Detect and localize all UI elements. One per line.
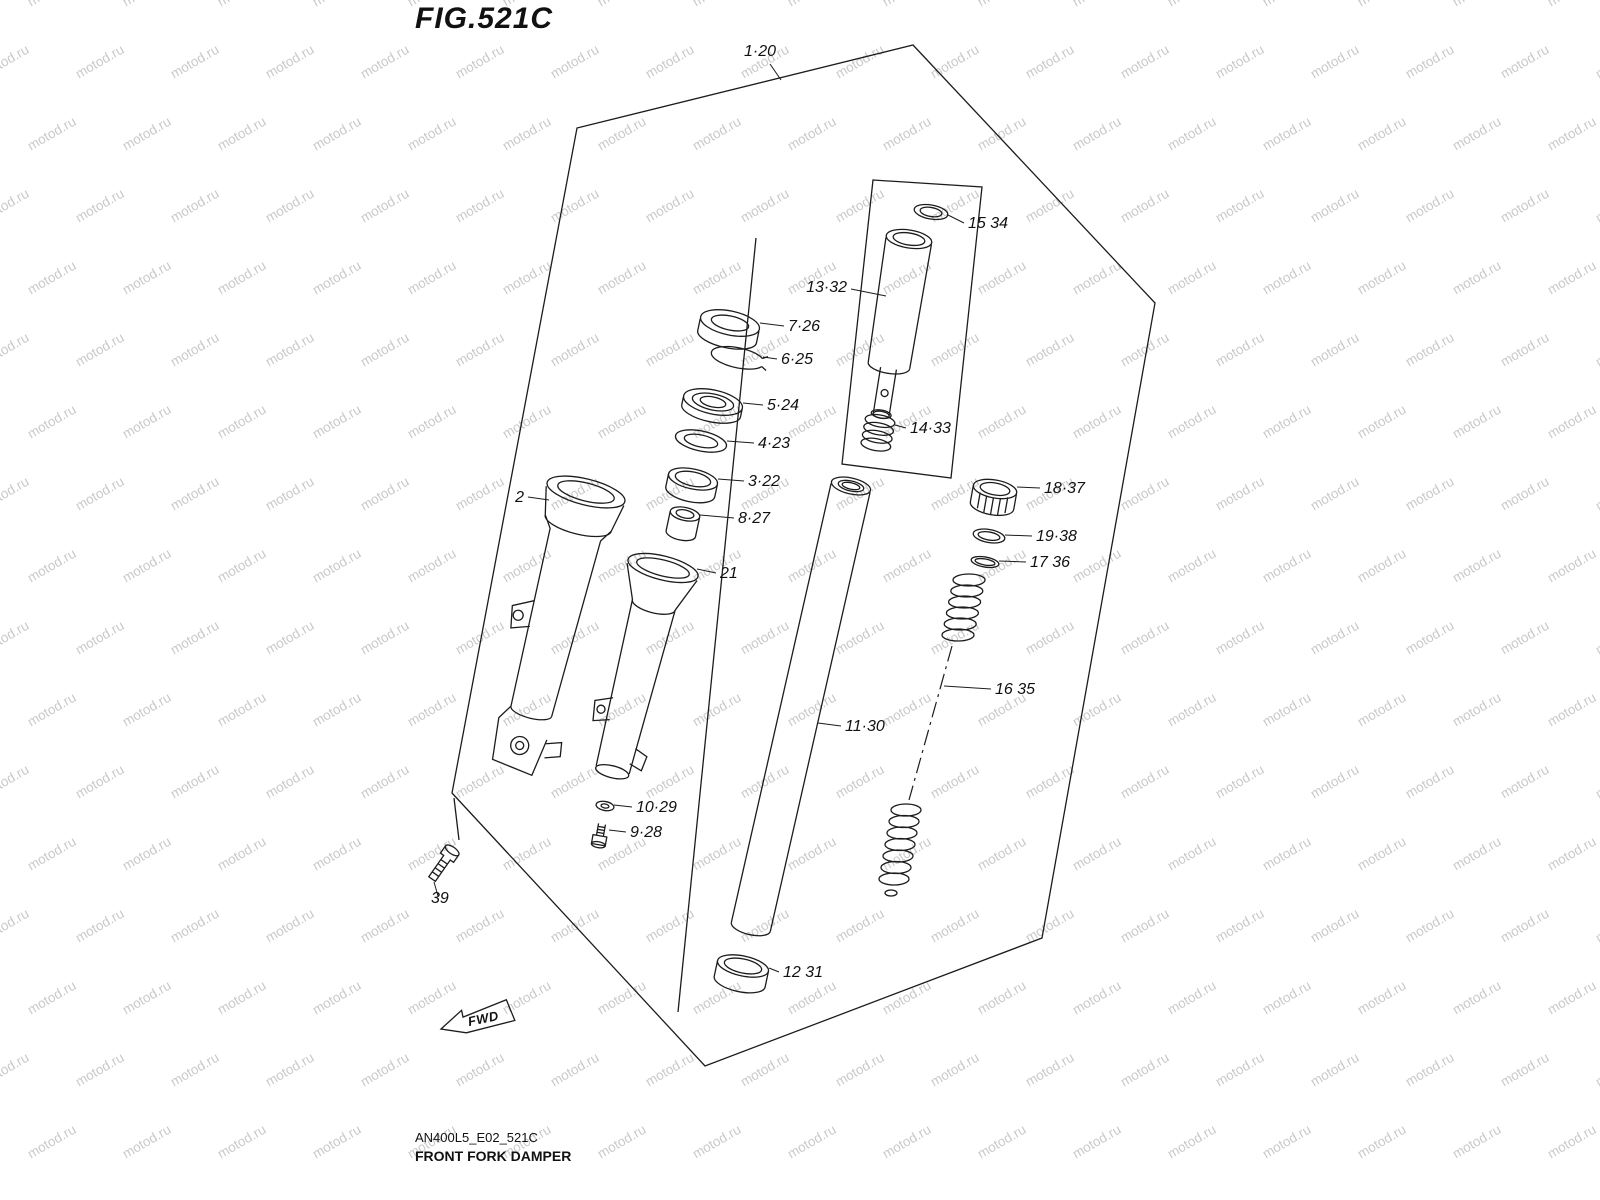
- leader-line: [947, 214, 965, 224]
- part-dust-seal-7-26: [697, 309, 761, 350]
- inner-panel-lines: [453, 179, 983, 1013]
- part-label: 7·26: [788, 318, 820, 335]
- leader-line: [717, 478, 745, 482]
- part-label: 3·22: [748, 473, 780, 490]
- leader-line: [998, 560, 1027, 563]
- part-label: 39: [431, 890, 449, 907]
- part-gasket-10-29: [595, 800, 615, 812]
- part-label: 4·23: [758, 435, 790, 452]
- leader-line: [726, 440, 755, 444]
- part-label: 10·29: [636, 799, 677, 816]
- leader-line: [943, 685, 992, 690]
- footer-caption: FRONT FORK DAMPER: [415, 1148, 572, 1164]
- part-cap-bolt-18-37: [969, 478, 1018, 517]
- part-rebound-spring-14-33: [860, 409, 896, 452]
- leader-line: [762, 356, 778, 360]
- part-damper-cap-13-32: [867, 228, 933, 420]
- part-labels-layer: 1·20 2 21 3·22 4·23 5·24 6·25 7·26 8·27 9·28 10·29…: [431, 43, 1086, 981]
- part-label: 2: [514, 489, 524, 506]
- part-label: 13·32: [806, 279, 847, 296]
- part-bottom-bush-12-31: [713, 954, 770, 994]
- part-label: 15 34: [968, 215, 1008, 232]
- part-outer-tube-left: [491, 475, 626, 777]
- part-label: 8·27: [738, 510, 771, 527]
- leader-line: [850, 288, 887, 297]
- leader-line: [759, 322, 785, 327]
- part-label: 1·20: [744, 43, 776, 60]
- part-guide-bush-3-22: [665, 467, 719, 504]
- part-label: 18·37: [1044, 480, 1086, 497]
- part-slide-bush-8-27: [665, 506, 701, 542]
- part-damper-rod-16-35: [878, 573, 986, 897]
- part-label: 6·25: [781, 351, 813, 368]
- leader-line: [527, 496, 550, 501]
- part-label: 17 36: [1030, 554, 1070, 571]
- part-label: 14·33: [910, 420, 951, 437]
- part-bolt-39: [427, 844, 460, 883]
- part-label: 11·30: [845, 718, 885, 735]
- part-label: 9·28: [630, 824, 662, 841]
- leader-line: [1016, 486, 1041, 489]
- part-outer-tube-right: [592, 552, 699, 780]
- fwd-label: FWD: [467, 1008, 501, 1029]
- fwd-arrow: FWD: [439, 998, 516, 1034]
- part-label: 16 35: [995, 681, 1035, 698]
- part-label: 21: [719, 565, 738, 582]
- figure-title: FIG.521C: [415, 2, 554, 35]
- leader-line: [817, 722, 842, 727]
- part-label: 5·24: [767, 397, 799, 414]
- footer-code: AN400L5_E02_521C: [415, 1130, 538, 1145]
- leader-line: [1004, 534, 1033, 537]
- leader-line: [433, 881, 439, 897]
- leader-line: [696, 568, 717, 574]
- part-washer-4-23: [674, 429, 728, 453]
- part-bolt-9-28: [590, 823, 608, 849]
- part-o-ring-19-38: [972, 528, 1006, 544]
- leader-line: [768, 967, 780, 973]
- diagram-boundary: [451, 44, 1156, 1067]
- part-oil-seal-5-24: [681, 388, 744, 424]
- part-label: 19·38: [1036, 528, 1077, 545]
- leader-line: [894, 424, 907, 429]
- part-stopper-ring-6-25: [710, 345, 769, 371]
- leader-line: [742, 402, 764, 406]
- leader-line: [613, 804, 633, 808]
- part-label: 12 31: [783, 964, 823, 981]
- leader-line: [608, 829, 627, 833]
- part-washer-17-36: [970, 555, 1000, 569]
- leader-line: [769, 63, 782, 81]
- part-o-ring-15-34: [913, 203, 949, 221]
- leader-line: [699, 514, 735, 519]
- part-inner-tube-11-30: [730, 476, 872, 937]
